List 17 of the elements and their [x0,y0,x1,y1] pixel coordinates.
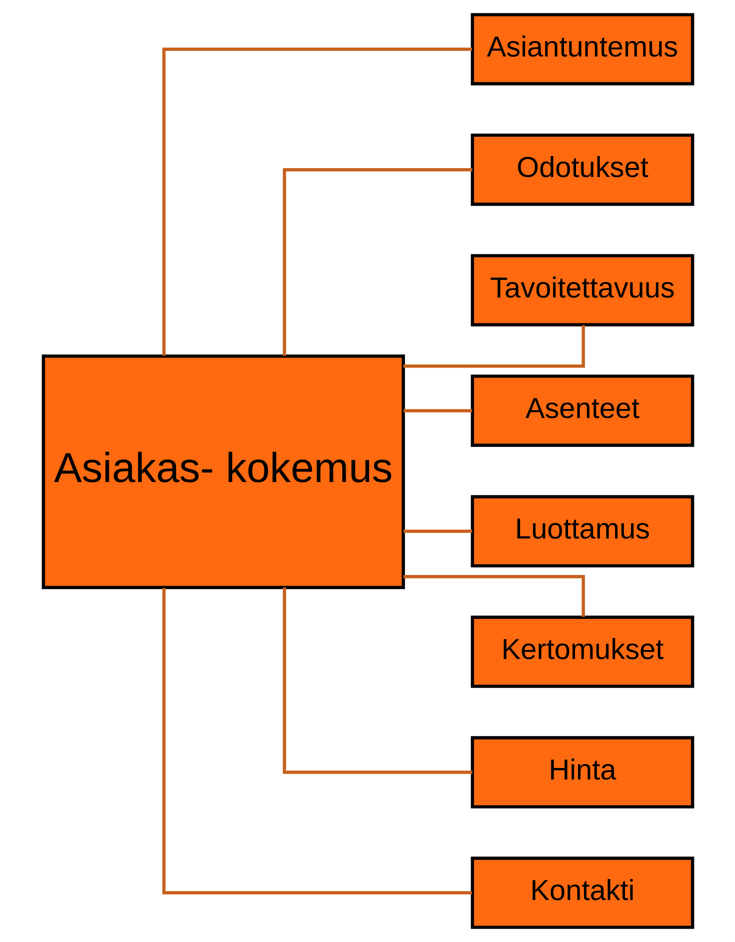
connector [282,588,472,774]
node-box: Kertomukset [470,616,694,688]
connector [402,325,584,368]
connector [282,168,472,356]
node-box: Hinta [470,736,694,808]
node-box: Kontakti [470,856,694,929]
connector [402,575,584,617]
node-box: Asiakas- kokemus [41,354,404,590]
connector [162,588,472,894]
node-box: Asiantuntemus [470,13,694,86]
connector [162,48,472,356]
connector [402,409,472,412]
connector [402,530,472,533]
node-box: Asenteet [470,374,694,447]
node-box: Odotukset [470,134,694,206]
node-box: Luottamus [470,495,694,568]
node-box: Tavoitettavuus [470,254,694,326]
